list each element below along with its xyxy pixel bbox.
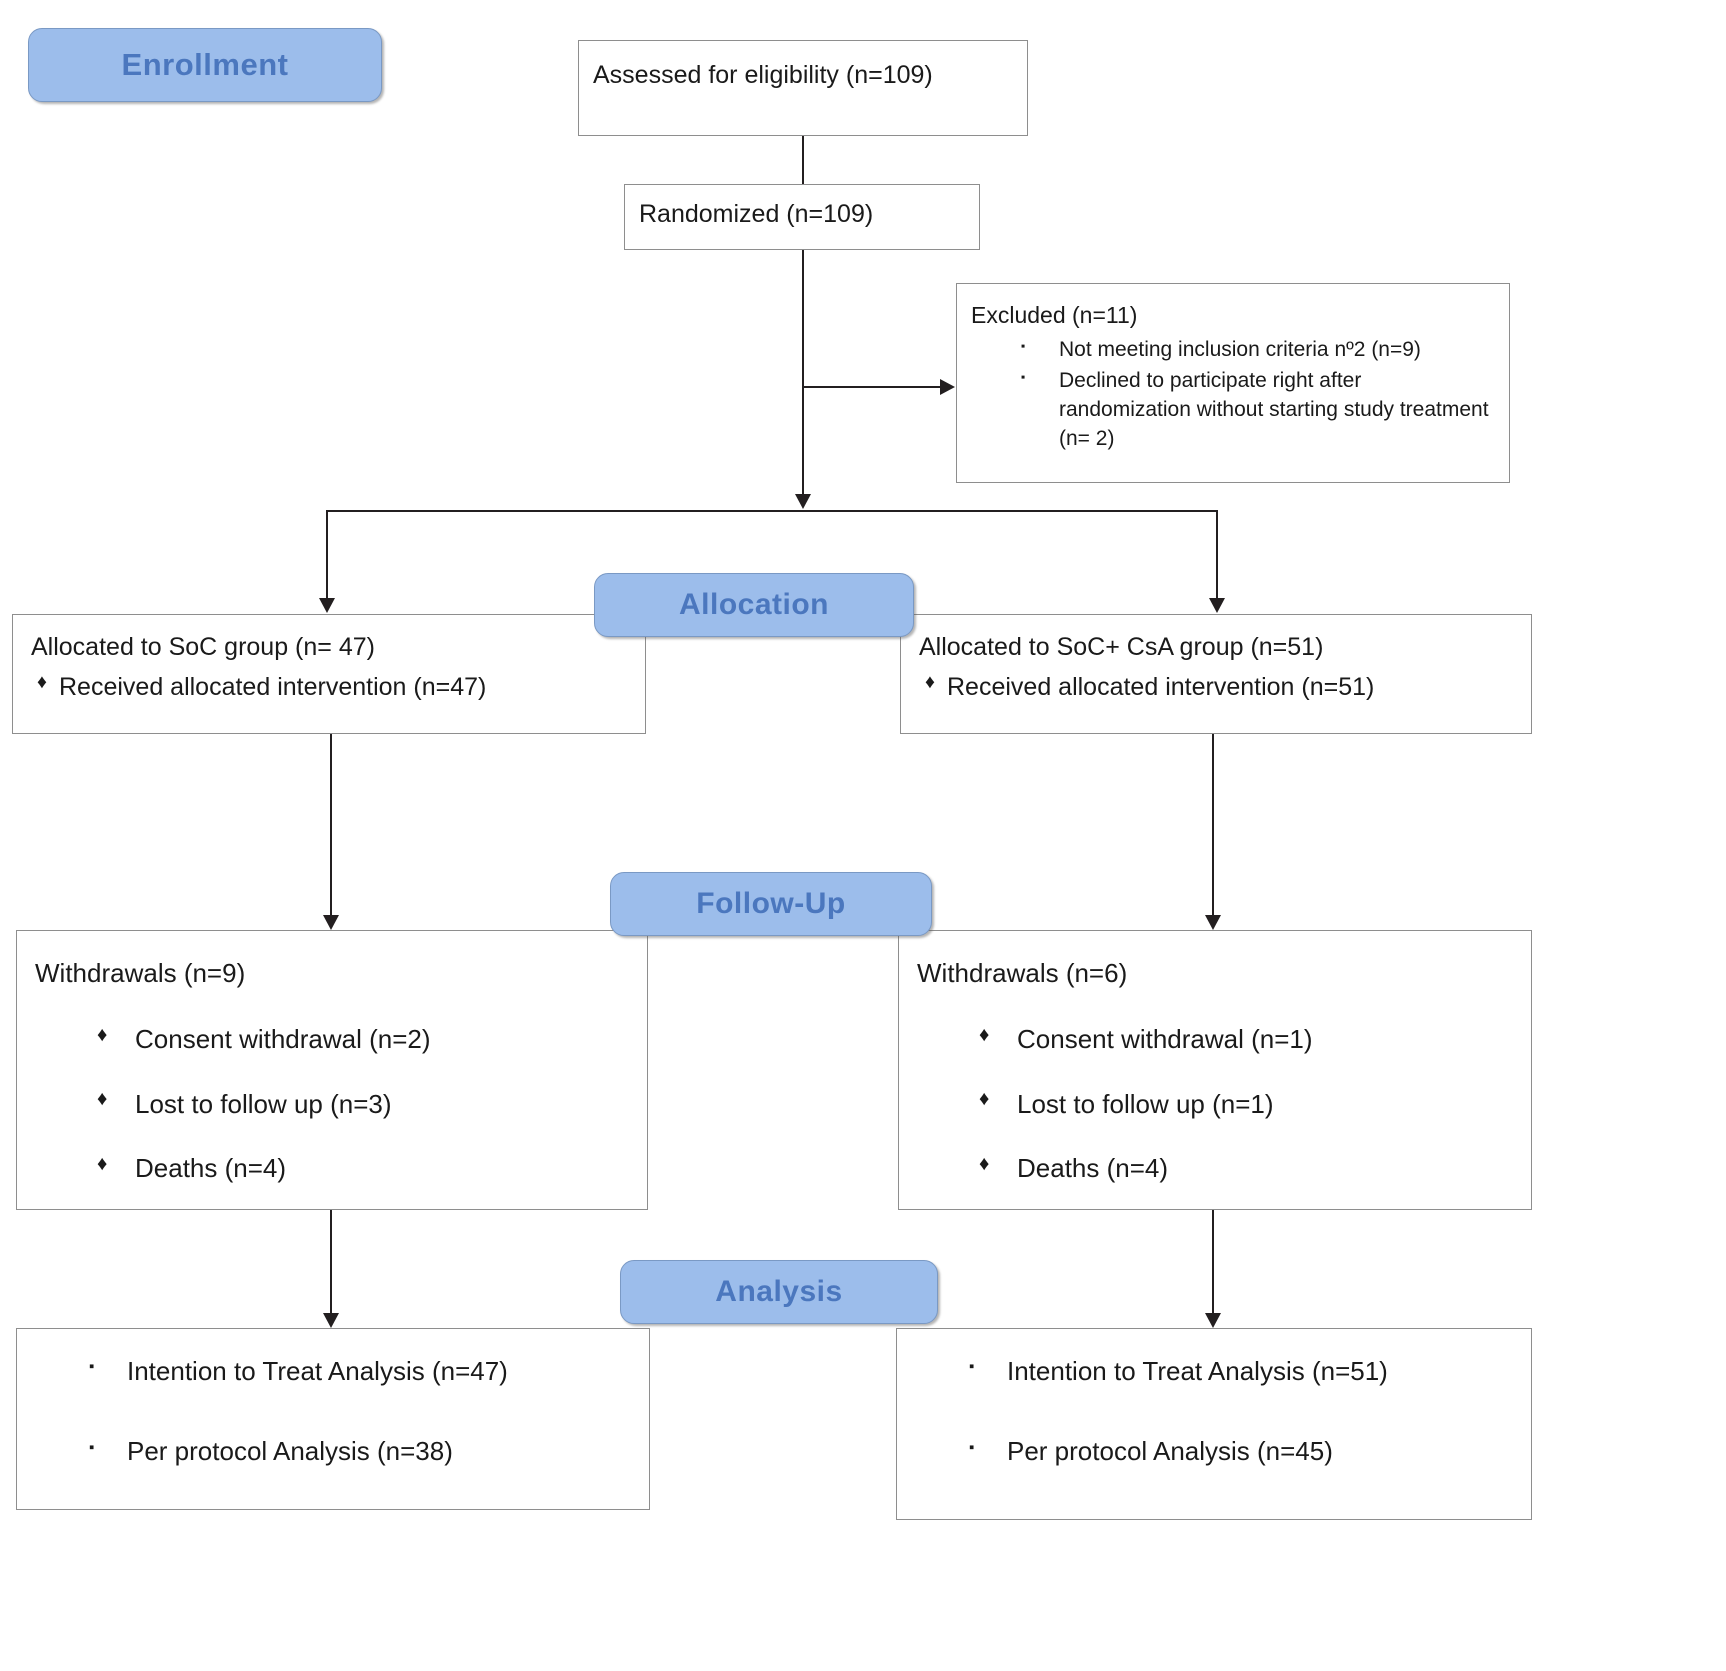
followup-right-item-text: Deaths (n=4) [1017, 1153, 1169, 1184]
square-bullet-icon: ▪ [89, 1358, 95, 1376]
analysis-right-item: ▪ Per protocol Analysis (n=45) [919, 1433, 1517, 1469]
analysis-right-list: ▪ Intention to Treat Analysis (n=51) ▪ P… [919, 1353, 1517, 1470]
analysis-left-item: ▪ Intention to Treat Analysis (n=47) [39, 1353, 635, 1389]
connector-right-alloc-to-followup [1212, 734, 1214, 918]
stage-label-analysis: Analysis [620, 1260, 938, 1324]
connector-left-followup-to-analysis [330, 1210, 332, 1317]
analysis-left-item-text: Intention to Treat Analysis (n=47) [127, 1356, 508, 1386]
diamond-bullet-icon: ♦ [97, 1088, 108, 1111]
excluded-reason-text: Not meeting inclusion criteria nº2 (n=9) [1059, 337, 1421, 361]
box-followup-right: Withdrawals (n=6) ♦ Consent withdrawal (… [898, 930, 1532, 1210]
stage-label-enrollment-text: Enrollment [121, 47, 289, 82]
arrowhead-left-analysis [323, 1313, 339, 1328]
connector-assessed-to-randomized [802, 136, 804, 184]
box-excluded: Excluded (n=11) ▪ Not meeting inclusion … [956, 283, 1510, 483]
allocation-left-title: Allocated to SoC group (n= 47) [31, 633, 375, 661]
followup-right-list: ♦ Consent withdrawal (n=1) ♦ Lost to fol… [917, 1021, 1517, 1186]
arrowhead-right-analysis [1205, 1313, 1221, 1328]
allocation-left-item: ♦ Received allocated intervention (n=47) [31, 669, 631, 707]
followup-left-item-text: Consent withdrawal (n=2) [135, 1024, 431, 1055]
connector-allocation-right-drop [1216, 510, 1218, 602]
followup-right-item: ♦ Deaths (n=4) [917, 1150, 1517, 1186]
connector-to-excluded [802, 386, 940, 388]
excluded-title: Excluded (n=11) [971, 302, 1138, 328]
stage-label-enrollment: Enrollment [28, 28, 382, 102]
followup-right-item-text: Lost to follow up (n=1) [1017, 1088, 1274, 1119]
box-assessed-for-eligibility: Assessed for eligibility (n=109) [578, 40, 1028, 136]
allocation-left-item-text: Received allocated intervention (n=47) [59, 672, 487, 701]
allocation-right-item: ♦ Received allocated intervention (n=51) [919, 669, 1517, 707]
square-bullet-icon: ▪ [1021, 370, 1026, 385]
box-allocation-right: Allocated to SoC+ CsA group (n=51) ♦ Rec… [900, 614, 1532, 734]
followup-right-item: ♦ Lost to follow up (n=1) [917, 1086, 1517, 1122]
diamond-bullet-icon: ♦ [37, 671, 47, 694]
followup-left-item: ♦ Consent withdrawal (n=2) [35, 1021, 633, 1057]
stage-label-allocation-text: Allocation [678, 588, 829, 621]
square-bullet-icon: ▪ [969, 1358, 975, 1376]
box-allocation-left: Allocated to SoC group (n= 47) ♦ Receive… [12, 614, 646, 734]
diamond-bullet-icon: ♦ [979, 1024, 990, 1046]
diamond-bullet-icon: ♦ [97, 1152, 108, 1175]
connector-right-followup-to-analysis [1212, 1210, 1214, 1317]
followup-left-item: ♦ Deaths (n=4) [35, 1150, 633, 1186]
randomized-text: Randomized (n=109) [639, 200, 874, 228]
analysis-left-list: ▪ Intention to Treat Analysis (n=47) ▪ P… [39, 1353, 635, 1470]
square-bullet-icon: ▪ [1021, 339, 1026, 354]
stage-label-followup-text: Follow-Up [696, 887, 846, 920]
diamond-bullet-icon: ♦ [979, 1152, 990, 1175]
square-bullet-icon: ▪ [969, 1438, 975, 1456]
box-followup-left: Withdrawals (n=9) ♦ Consent withdrawal (… [16, 930, 648, 1210]
arrowhead-allocation-left [319, 598, 335, 613]
followup-left-item-text: Lost to follow up (n=3) [135, 1088, 392, 1119]
analysis-left-item-text: Per protocol Analysis (n=38) [127, 1436, 453, 1467]
arrowhead-to-excluded [940, 379, 955, 395]
excluded-reason-item: ▪ Not meeting inclusion criteria nº2 (n=… [971, 336, 1497, 365]
box-analysis-right: ▪ Intention to Treat Analysis (n=51) ▪ P… [896, 1328, 1532, 1520]
box-analysis-left: ▪ Intention to Treat Analysis (n=47) ▪ P… [16, 1328, 650, 1510]
analysis-right-item: ▪ Intention to Treat Analysis (n=51) [919, 1353, 1517, 1389]
arrowhead-randomized-down [795, 494, 811, 509]
followup-left-title: Withdrawals (n=9) [35, 958, 246, 988]
followup-right-title: Withdrawals (n=6) [917, 958, 1128, 988]
allocation-left-list: ♦ Received allocated intervention (n=47) [31, 669, 631, 707]
diamond-bullet-icon: ♦ [925, 671, 935, 694]
stage-label-allocation: Allocation [594, 573, 914, 637]
analysis-left-item: ▪ Per protocol Analysis (n=38) [39, 1433, 635, 1469]
stage-label-analysis-text: Analysis [715, 1275, 843, 1308]
allocation-right-item-text: Received allocated intervention (n=51) [947, 672, 1375, 701]
excluded-reason-item: ▪ Declined to participate right after ra… [971, 367, 1497, 454]
stage-label-followup: Follow-Up [610, 872, 932, 936]
followup-right-item-text: Consent withdrawal (n=1) [1017, 1024, 1313, 1055]
connector-allocation-split [326, 510, 1218, 512]
followup-left-item: ♦ Lost to follow up (n=3) [35, 1086, 633, 1122]
excluded-reason-text: Declined to participate right after rand… [1059, 368, 1489, 450]
assessed-text: Assessed for eligibility (n=109) [593, 61, 933, 89]
arrowhead-allocation-right [1209, 598, 1225, 613]
excluded-reason-list: ▪ Not meeting inclusion criteria nº2 (n=… [971, 336, 1497, 454]
connector-randomized-down [802, 250, 804, 498]
arrowhead-left-followup [323, 915, 339, 930]
followup-left-item-text: Deaths (n=4) [135, 1153, 287, 1184]
diamond-bullet-icon: ♦ [97, 1024, 108, 1046]
analysis-right-item-text: Per protocol Analysis (n=45) [1007, 1436, 1333, 1467]
followup-right-item: ♦ Consent withdrawal (n=1) [917, 1021, 1517, 1057]
followup-left-list: ♦ Consent withdrawal (n=2) ♦ Lost to fol… [35, 1021, 633, 1186]
connector-allocation-left-drop [326, 510, 328, 602]
connector-left-alloc-to-followup [330, 734, 332, 918]
square-bullet-icon: ▪ [89, 1438, 95, 1456]
analysis-right-item-text: Intention to Treat Analysis (n=51) [1007, 1356, 1388, 1386]
allocation-right-list: ♦ Received allocated intervention (n=51) [919, 669, 1517, 707]
box-randomized: Randomized (n=109) [624, 184, 980, 250]
diamond-bullet-icon: ♦ [979, 1088, 990, 1111]
allocation-right-title: Allocated to SoC+ CsA group (n=51) [919, 633, 1324, 661]
arrowhead-right-followup [1205, 915, 1221, 930]
